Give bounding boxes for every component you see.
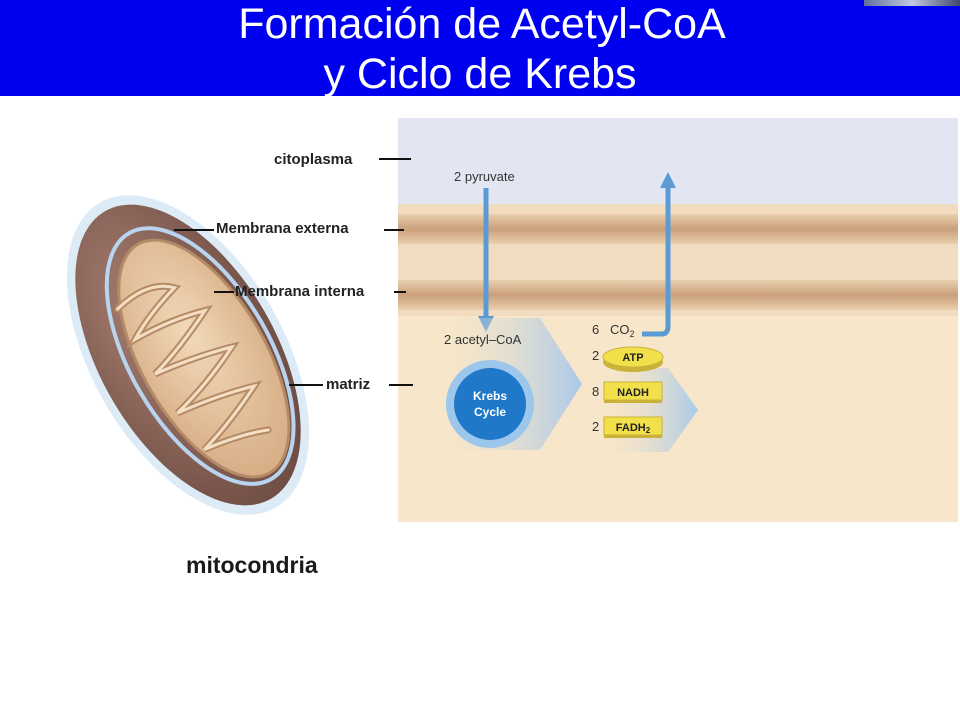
- co2-exit-arrow: [642, 172, 676, 337]
- krebs-cycle-circle: [446, 360, 534, 448]
- leader-lines: [174, 158, 413, 386]
- outer-membrane-label: Membrana externa: [216, 220, 349, 237]
- nadh-count: 8: [592, 384, 599, 399]
- fadh2-count: 2: [592, 419, 599, 434]
- co2-name: CO2: [610, 322, 635, 339]
- pyruvate-label: 2 pyruvate: [454, 169, 515, 184]
- corner-image-strip: [864, 0, 960, 6]
- cytoplasm-label: citoplasma: [274, 151, 353, 168]
- product-co2: 6 CO2: [592, 322, 635, 339]
- title-banner: Formación de Acetyl-CoA y Ciclo de Krebs: [0, 0, 960, 96]
- acetyl-coa-label: 2 acetyl–CoA: [444, 332, 522, 347]
- cycle-label: Cycle: [474, 405, 506, 419]
- product-nadh: 8 NADH: [592, 381, 663, 403]
- title-line-1: Formación de Acetyl-CoA: [238, 0, 726, 48]
- product-fadh2: 2 FADH2: [592, 416, 663, 438]
- mitochondria-caption: mitocondria: [186, 552, 318, 578]
- outer-membrane-band: [398, 214, 958, 244]
- matrix-label: matriz: [326, 376, 371, 393]
- inner-membrane-label: Membrana interna: [235, 283, 365, 300]
- fadh2-name: FADH2: [616, 422, 651, 435]
- mitochondrion-illustration: [66, 195, 310, 515]
- atp-name: ATP: [622, 352, 643, 364]
- product-atp: 2 ATP: [592, 346, 664, 372]
- krebs-label: Krebs: [473, 389, 507, 403]
- co2-count: 6: [592, 322, 599, 337]
- title-line-2: y Ciclo de Krebs: [323, 50, 637, 98]
- nadh-name: NADH: [617, 387, 649, 399]
- atp-count: 2: [592, 348, 599, 363]
- inner-membrane-band: [398, 280, 958, 310]
